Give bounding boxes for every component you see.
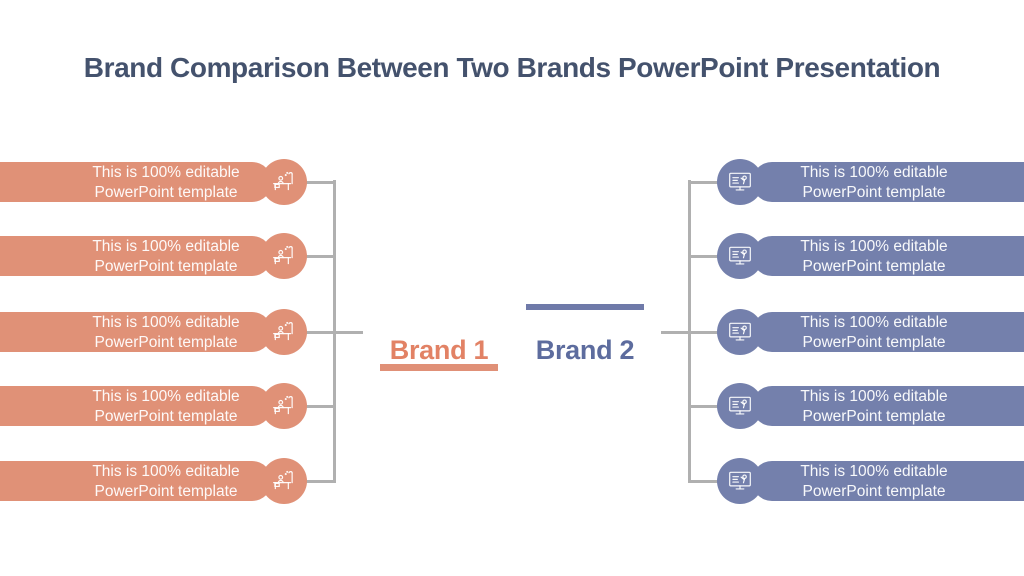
pill-body <box>752 312 1024 352</box>
pill-icon-bubble <box>717 309 763 355</box>
pill-icon-bubble <box>717 159 763 205</box>
pill-icon-bubble <box>261 309 307 355</box>
brand2-label: Brand 2 <box>535 335 635 365</box>
pill-body <box>0 461 272 501</box>
pill-icon-bubble <box>261 383 307 429</box>
presentation-screen-icon <box>729 246 751 265</box>
right-connector-stub <box>688 255 718 258</box>
pill-icon-bubble <box>717 233 763 279</box>
left-connector-stub <box>304 255 334 258</box>
right-connector-stub <box>688 405 718 408</box>
pill-text-line1: This is 100% editable <box>800 463 948 480</box>
pill-body <box>0 162 272 202</box>
pill-text-line2: PowerPoint template <box>94 482 238 500</box>
pill-body <box>0 236 272 276</box>
brand2-overline <box>526 304 644 310</box>
brand1-underline <box>380 364 498 371</box>
pill-icon-bubble <box>717 383 763 429</box>
pill-text-line1: This is 100% editable <box>92 164 240 181</box>
desk-workspace-icon <box>273 470 293 490</box>
pill-text-line1: This is 100% editable <box>800 238 948 255</box>
pill-icon-bubble <box>261 159 307 205</box>
pill-text-line1: This is 100% editable <box>800 164 948 181</box>
right-connector-stub <box>688 181 718 184</box>
pill-text-line2: PowerPoint template <box>802 183 946 201</box>
pill-body <box>752 461 1024 501</box>
pill-text-line1: This is 100% editable <box>92 463 240 480</box>
left-connector-stub <box>304 181 334 184</box>
left-connector-stub <box>304 480 334 483</box>
pill-text-line1: This is 100% editable <box>800 388 948 405</box>
pill-text-line2: PowerPoint template <box>94 183 238 201</box>
pill-body <box>752 162 1024 202</box>
desk-workspace-icon <box>273 171 293 191</box>
pill-text-line1: This is 100% editable <box>92 314 240 331</box>
pill-body <box>752 236 1024 276</box>
pill-text-line2: PowerPoint template <box>94 257 238 275</box>
pill-icon-bubble <box>717 458 763 504</box>
pill-icon-bubble <box>261 233 307 279</box>
pill-text-line1: This is 100% editable <box>800 314 948 331</box>
pill-body <box>0 386 272 426</box>
presentation-screen-icon <box>729 471 751 490</box>
presentation-screen-icon <box>729 322 751 341</box>
desk-workspace-icon <box>273 321 293 341</box>
desk-workspace-icon <box>273 245 293 265</box>
left-connector-stub-center <box>304 331 363 334</box>
desk-workspace-icon <box>273 395 293 415</box>
pill-body <box>752 386 1024 426</box>
pill-text-line2: PowerPoint template <box>94 407 238 425</box>
brand1-label: Brand 1 <box>389 335 489 365</box>
pill-text-line1: This is 100% editable <box>92 388 240 405</box>
right-connector-stub-center <box>661 331 718 334</box>
presentation-screen-icon <box>729 396 751 415</box>
left-connector-stub <box>304 405 334 408</box>
pill-icon-bubble <box>261 458 307 504</box>
pill-text-line2: PowerPoint template <box>94 333 238 351</box>
pill-text-line2: PowerPoint template <box>802 482 946 500</box>
pill-text-line2: PowerPoint template <box>802 333 946 351</box>
slide-title: Brand Comparison Between Two Brands Powe… <box>83 52 941 83</box>
pill-text-line2: PowerPoint template <box>802 257 946 275</box>
presentation-screen-icon <box>729 172 751 191</box>
pill-text-line2: PowerPoint template <box>802 407 946 425</box>
right-connector-stub <box>688 480 718 483</box>
pill-text-line1: This is 100% editable <box>92 238 240 255</box>
pill-body <box>0 312 272 352</box>
